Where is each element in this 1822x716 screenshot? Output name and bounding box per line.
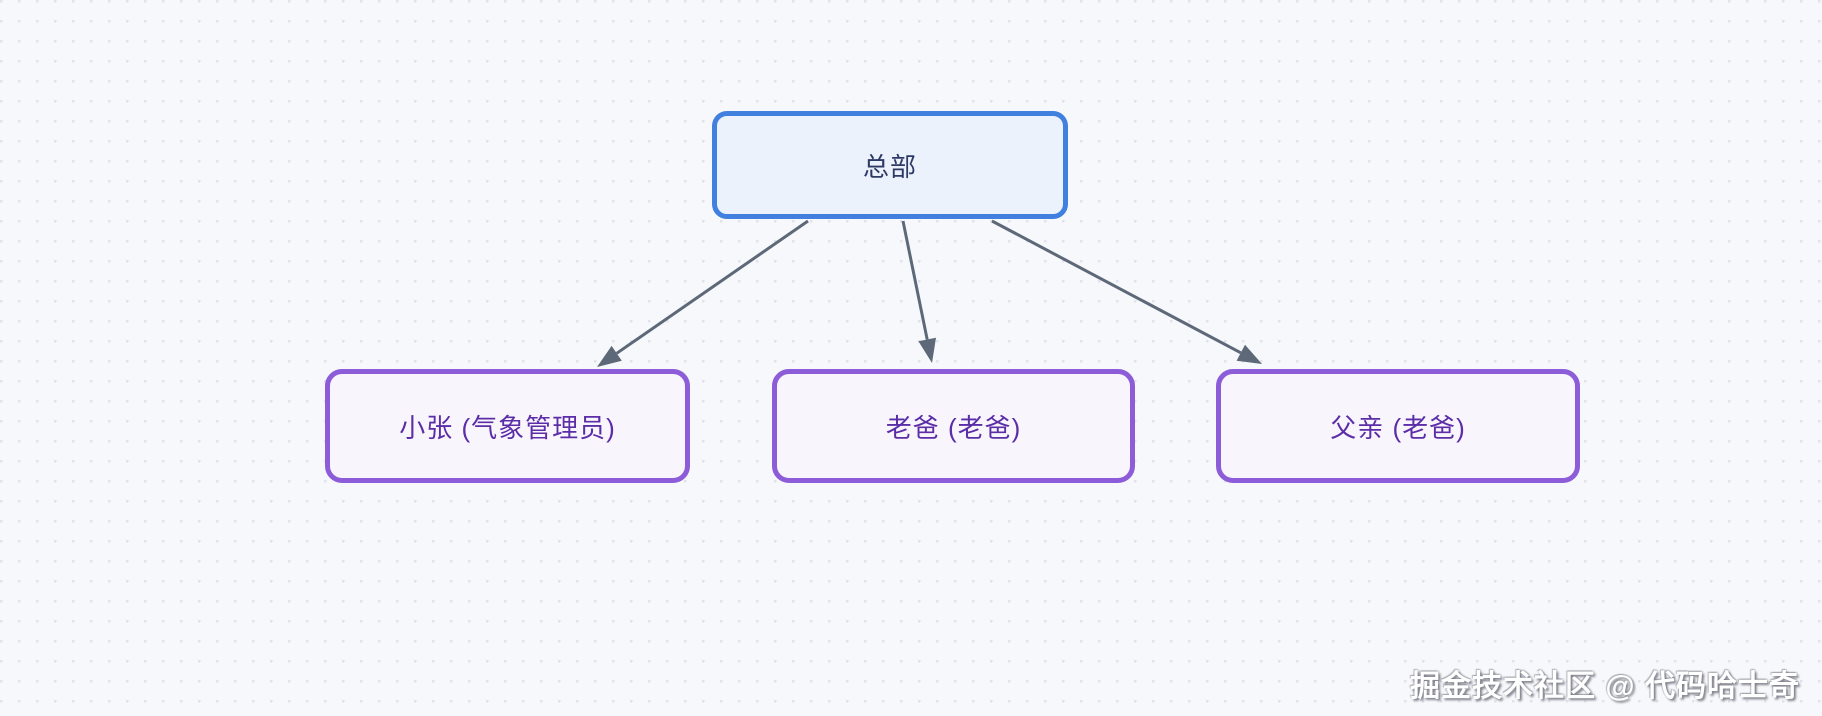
node-fuqin-label: 父亲 (老爸) <box>1330 412 1466 443</box>
node-hq[interactable]: 总部 <box>712 111 1068 219</box>
arrow-hq-to-child2 <box>901 220 936 363</box>
node-fuqin[interactable]: 父亲 (老爸) <box>1216 369 1580 483</box>
node-xiaozhang[interactable]: 小张 (气象管理员) <box>325 369 690 483</box>
node-hq-label: 总部 <box>862 151 917 182</box>
node-laoba-label: 老爸 (老爸) <box>885 412 1022 443</box>
arrow-hq-to-child1 <box>597 219 809 367</box>
watermark: 掘金技术社区 @ 代码哈士奇 <box>1410 670 1800 703</box>
arrow-hq-to-child3 <box>991 219 1262 364</box>
node-laoba[interactable]: 老爸 (老爸) <box>772 369 1135 483</box>
node-xiaozhang-label: 小张 (气象管理员) <box>399 412 616 443</box>
